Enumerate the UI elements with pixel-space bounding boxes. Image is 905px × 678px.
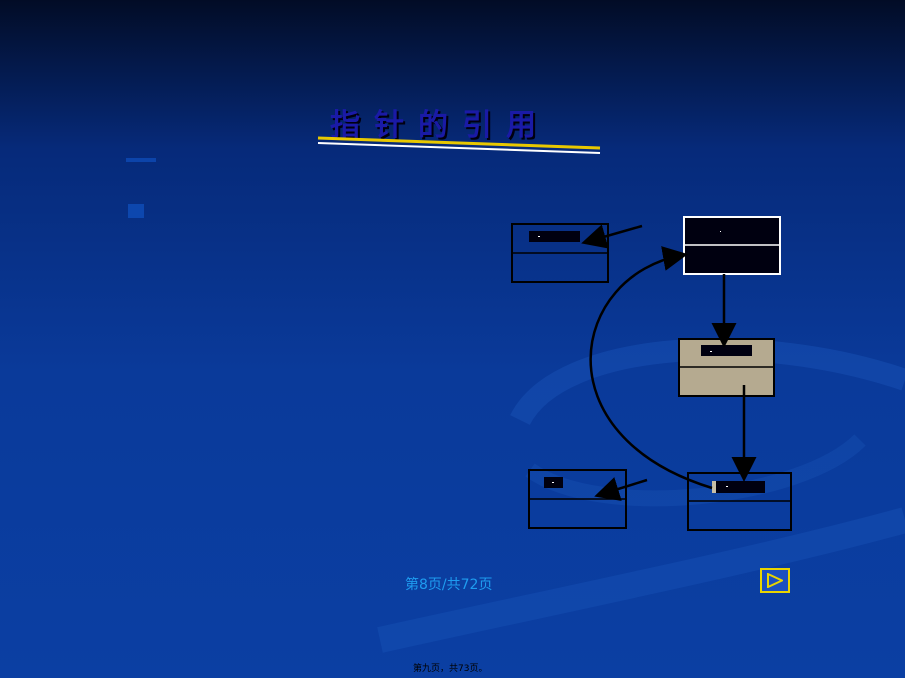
left-top-node <box>511 223 609 283</box>
curved-back-arrow <box>589 246 713 490</box>
slide-title: 指针的引用 <box>330 108 550 143</box>
middle-node <box>678 338 775 397</box>
title-underline <box>317 136 601 154</box>
right-bottom-node <box>687 472 792 531</box>
play-next-icon <box>767 573 783 588</box>
footer-page-text: 第九页，共73页。 <box>413 664 488 674</box>
left-bottom-node <box>528 469 627 529</box>
faint-bullet <box>128 204 144 218</box>
pointer-diagram <box>511 216 792 531</box>
faint-mark <box>126 158 156 162</box>
next-slide-button[interactable] <box>760 568 790 593</box>
arrow-to-left-bottom <box>594 477 648 501</box>
arrow-to-left-top <box>581 224 643 249</box>
right-top-node <box>683 216 781 275</box>
page-counter-link[interactable]: 第8页/共72页 <box>405 577 493 593</box>
